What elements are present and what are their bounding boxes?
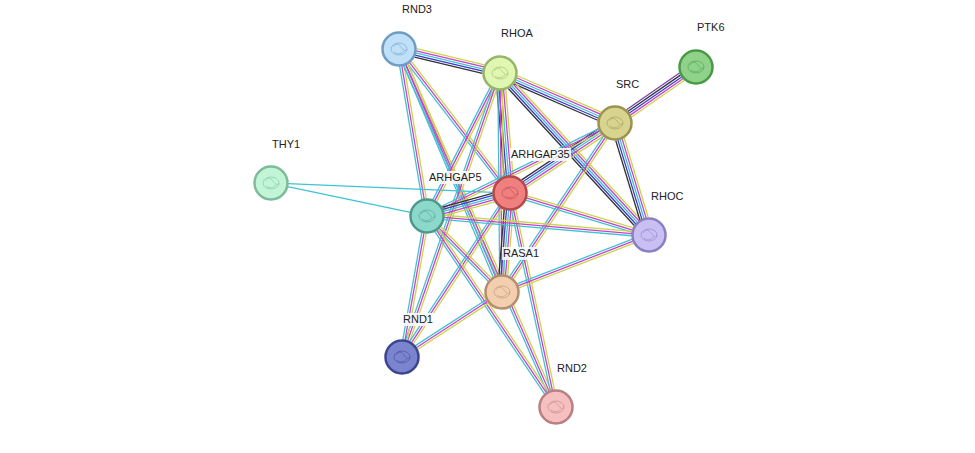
evidence-line — [444, 220, 632, 236]
evidence-line — [517, 239, 632, 284]
evidence-line — [417, 49, 485, 65]
interaction-edge — [435, 229, 549, 394]
interaction-edge — [511, 209, 554, 391]
node-circle — [538, 389, 574, 425]
protein-label: RND1 — [402, 313, 434, 326]
protein-node: THY1 — [253, 165, 289, 201]
evidence-line — [417, 303, 488, 349]
protein-node: RND1 — [384, 339, 420, 375]
evidence-line — [288, 184, 493, 193]
evidence-line — [622, 139, 646, 218]
interaction-edge — [288, 184, 493, 193]
interaction-edge — [441, 129, 600, 211]
node-circle — [384, 339, 420, 375]
evidence-line — [444, 215, 632, 231]
evidence-line — [618, 140, 642, 219]
protein-node: RHOA — [482, 55, 518, 91]
interaction-edge — [437, 227, 491, 282]
protein-label: RHOC — [650, 190, 684, 203]
node-circle — [409, 198, 445, 234]
protein-node: RHOC — [631, 217, 667, 253]
node-circle — [484, 274, 520, 310]
protein-label: RHOA — [500, 27, 534, 40]
evidence-line — [404, 65, 547, 392]
evidence-line — [444, 217, 632, 233]
evidence-line — [438, 229, 548, 392]
evidence-line — [400, 66, 422, 199]
protein-label: RND2 — [556, 362, 588, 375]
evidence-line — [620, 139, 644, 218]
protein-node: RASA1 — [484, 274, 520, 310]
protein-node: RND3 — [381, 31, 417, 67]
protein-label: ARHGAP5 — [428, 171, 483, 184]
evidence-line — [442, 193, 492, 207]
evidence-line — [508, 88, 634, 225]
node-circle — [253, 165, 289, 201]
protein-label: SRC — [615, 78, 640, 91]
evidence-line — [510, 87, 636, 224]
evidence-line — [288, 187, 411, 213]
interaction-edge — [404, 64, 551, 393]
interaction-edge — [508, 83, 640, 226]
node-circle — [678, 49, 714, 85]
evidence-line — [416, 51, 484, 67]
evidence-line — [514, 210, 553, 391]
interaction-edge — [444, 215, 633, 235]
evidence-line — [435, 231, 545, 394]
protein-label: PTK6 — [696, 21, 726, 34]
protein-label: RND3 — [401, 3, 433, 16]
protein-label: RASA1 — [502, 247, 540, 260]
interaction-edge — [616, 138, 649, 220]
protein-label: THY1 — [271, 138, 301, 151]
evidence-line — [499, 210, 504, 275]
node-circle — [597, 105, 633, 141]
interaction-edge — [499, 210, 513, 276]
evidence-line — [415, 55, 483, 71]
protein-node: SRC — [597, 105, 633, 141]
interaction-edge — [288, 187, 411, 213]
protein-node: PTK6 — [678, 49, 714, 85]
interaction-edge — [514, 76, 601, 121]
evidence-line — [406, 65, 549, 392]
evidence-line — [437, 230, 547, 393]
node-circle — [631, 217, 667, 253]
protein-node: ARHGAP5 — [409, 198, 445, 234]
evidence-line — [517, 76, 601, 112]
evidence-line — [443, 195, 493, 209]
protein-node: ARHGAP35 — [492, 175, 528, 211]
evidence-line — [416, 53, 484, 69]
evidence-line — [415, 57, 483, 73]
protein-node: RND2 — [538, 389, 574, 425]
node-circle — [482, 55, 518, 91]
evidence-line — [408, 64, 498, 181]
node-circle — [492, 175, 528, 211]
evidence-line — [516, 209, 555, 390]
interaction-edge — [442, 193, 495, 215]
interaction-edge — [415, 49, 485, 74]
node-circle — [381, 31, 417, 67]
interaction-edge — [497, 90, 513, 177]
evidence-line — [616, 141, 640, 220]
protein-label: ARHGAP35 — [510, 148, 571, 161]
evidence-line — [624, 138, 648, 217]
